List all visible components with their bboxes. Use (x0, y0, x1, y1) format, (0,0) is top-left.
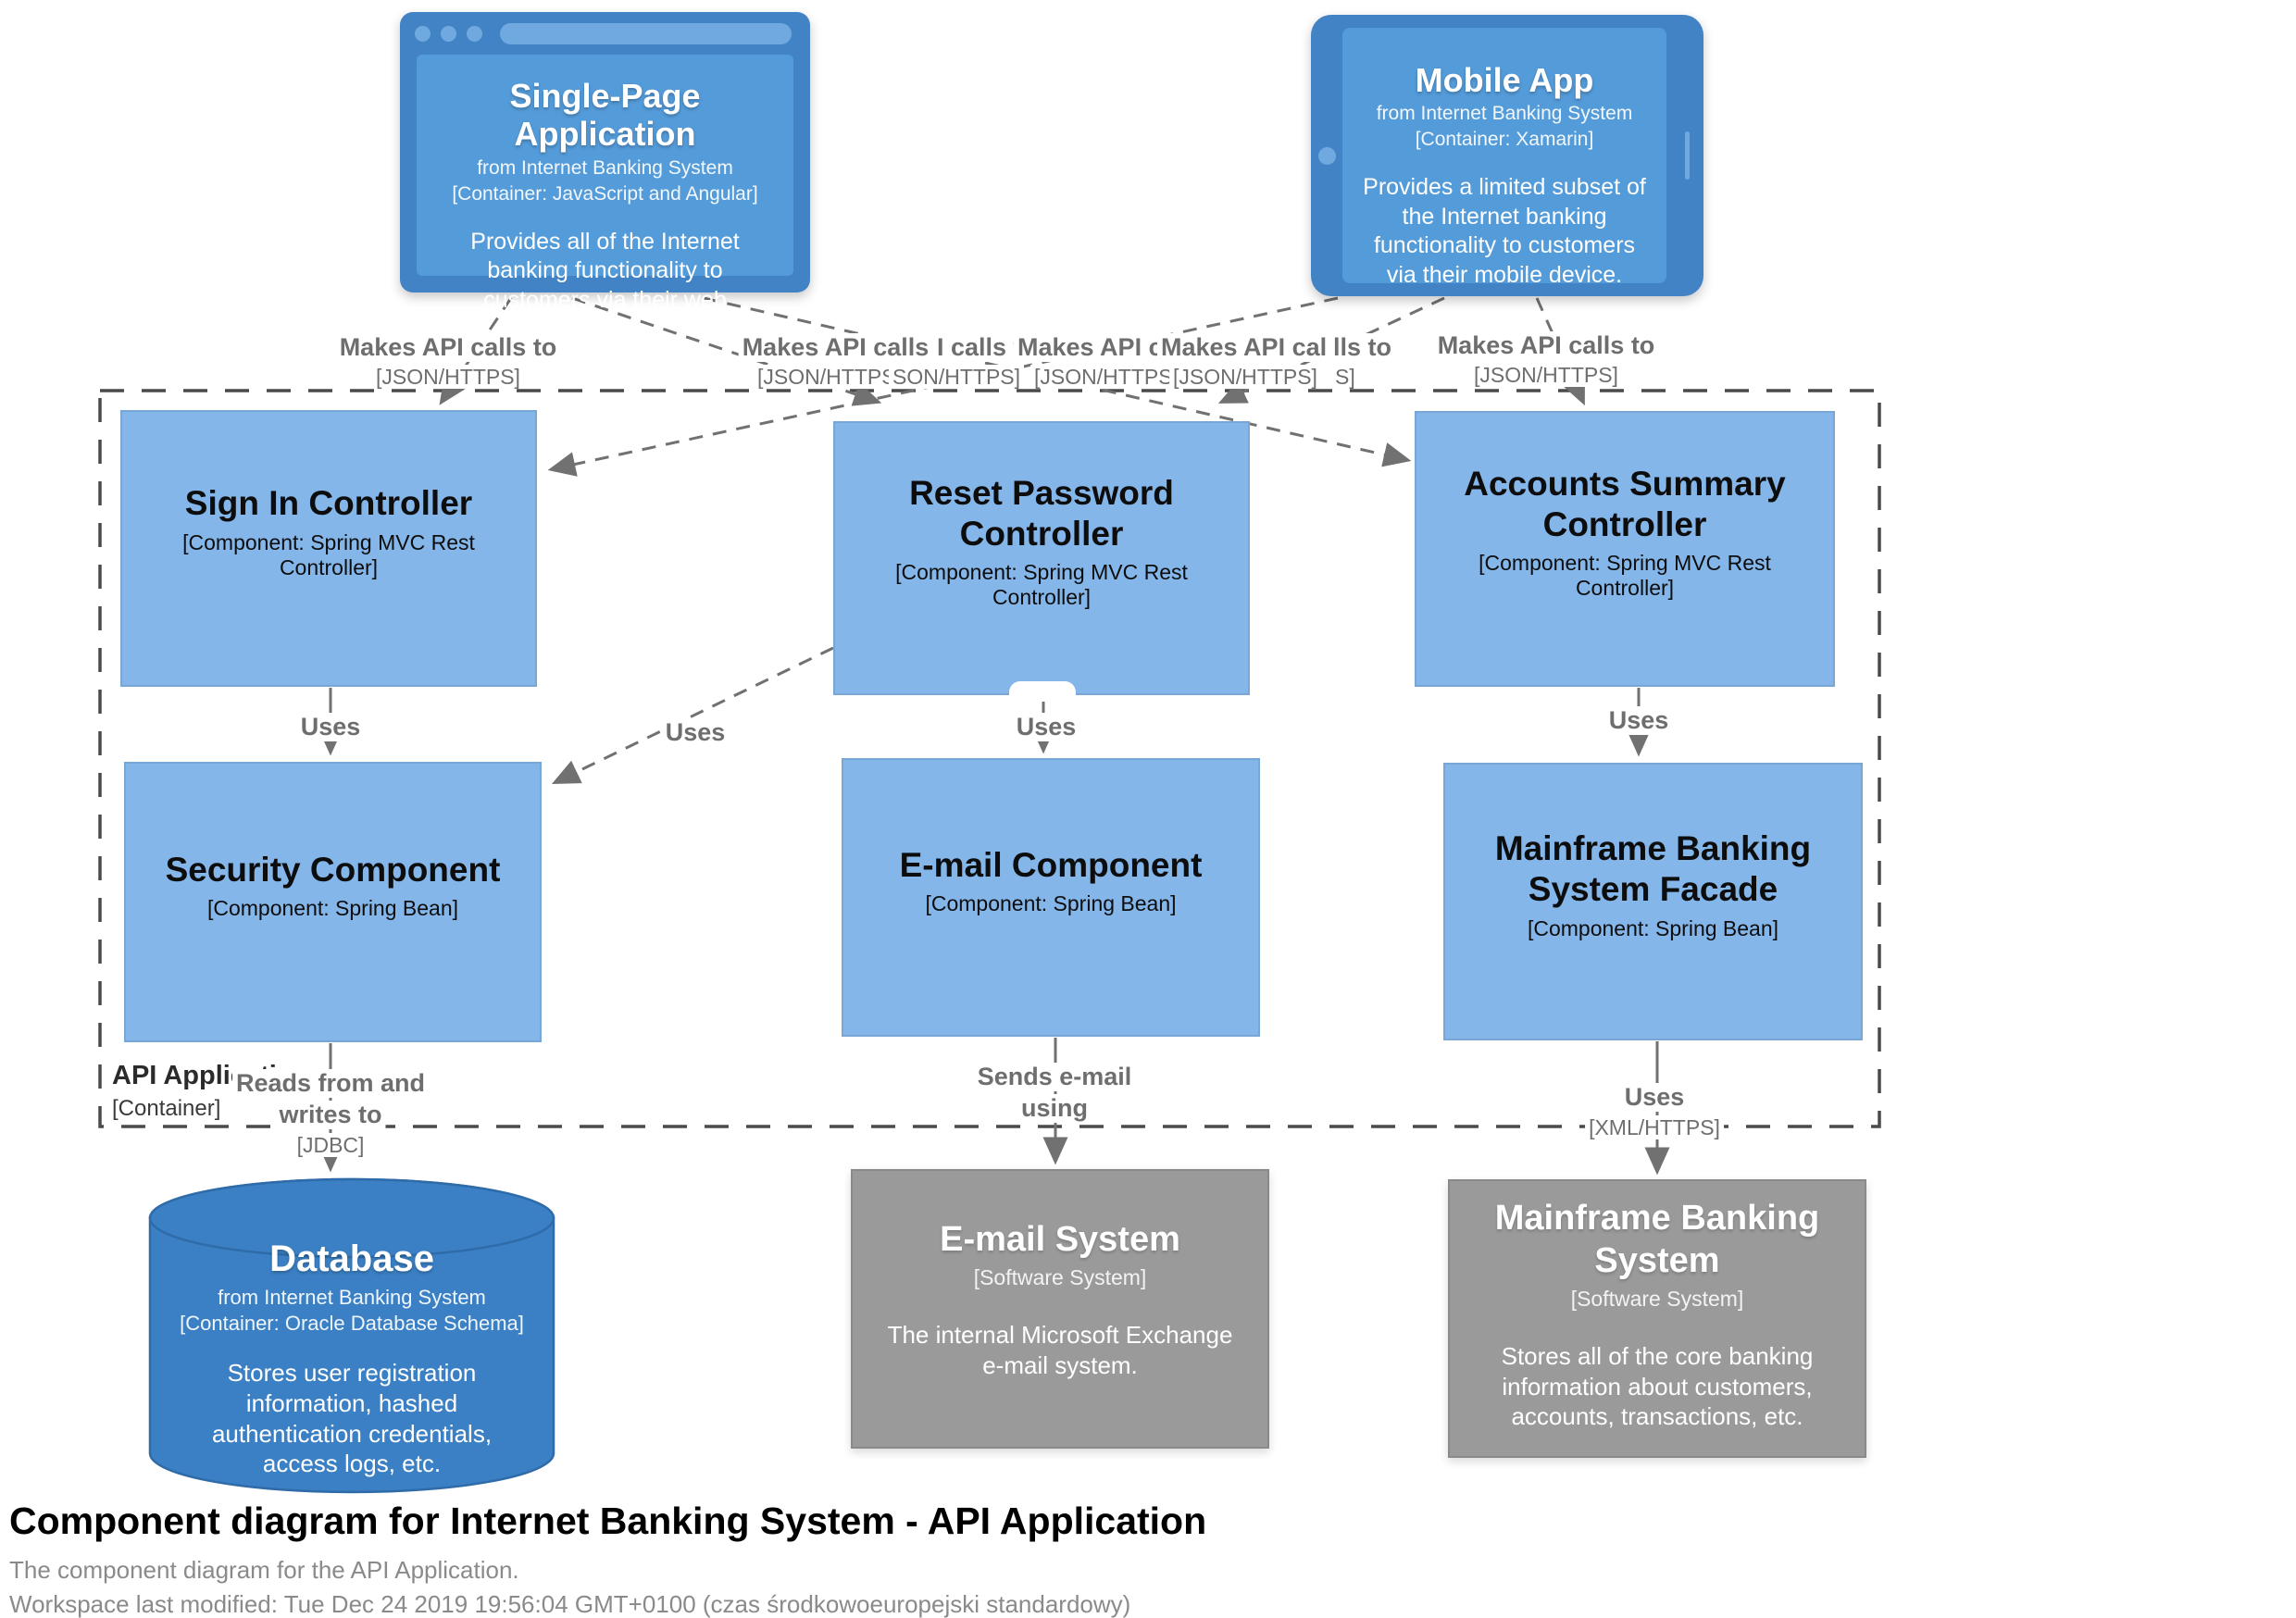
node-email-component: E-mail Component [Component: Spring Bean… (842, 758, 1260, 1037)
node-description: Stores user registration information, ha… (211, 1359, 493, 1478)
relationship-label: SON/HTTPS] (889, 365, 1025, 390)
api-application-boundary (98, 389, 1881, 1128)
node-meta: [Component: Spring MVC Rest Controller] (182, 529, 475, 579)
connector-notch (1009, 681, 1076, 702)
relationship-label: using (1017, 1094, 1092, 1124)
node-meta: [Component: Spring Bean] (206, 896, 459, 921)
relationship-label: Uses (1604, 706, 1673, 736)
node-from: from Internet Banking System (1376, 103, 1633, 125)
node-meta: [Container: JavaScript and Angular] (452, 182, 758, 205)
node-title: Security Component (165, 850, 501, 889)
relationship-label: Uses (1012, 713, 1080, 742)
relationship-label: [XML/HTTPS] (1585, 1115, 1724, 1140)
node-description: Provides a limited subset of the Interne… (1363, 174, 1646, 288)
browser-screen: Single-Page Application from Internet Ba… (417, 55, 793, 342)
relationship-label: Uses (296, 713, 365, 742)
node-title: Database (269, 1238, 434, 1279)
node-database: Database from Internet Banking System [C… (148, 1177, 555, 1494)
node-title: Reset Password Controller (909, 473, 1174, 553)
node-from: from Internet Banking System (218, 1286, 486, 1309)
relationship-label: Makes API calls to (1433, 331, 1659, 361)
node-title: Mainframe Banking System (1494, 1199, 1820, 1280)
node-description: Provides all of the Internet banking fun… (470, 228, 740, 342)
dashed-arrow (551, 646, 834, 784)
node-meta: [Component: Spring Bean] (925, 891, 1177, 916)
node-mainframe-banking-system: Mainframe Banking System [Software Syste… (1448, 1179, 1866, 1458)
node-meta: [Container: Xamarin] (1415, 129, 1594, 151)
relationship-label: Uses (661, 718, 730, 748)
node-title: Sign In Controller (184, 484, 473, 523)
database-cylinder-icon (148, 1177, 555, 1494)
diagram-last-modified: Workspace last modified: Tue Dec 24 2019… (9, 1590, 1131, 1618)
node-reset-password-controller: Reset Password Controller [Component: Sp… (833, 421, 1250, 695)
node-meta: [Container: Oracle Database Schema] (180, 1312, 524, 1335)
node-sign-in-controller: Sign In Controller [Component: Spring MV… (120, 410, 537, 687)
browser-chrome (400, 12, 810, 55)
relationship-label: Uses (1620, 1083, 1689, 1113)
node-title: Accounts Summary Controller (1464, 464, 1786, 543)
node-from: from Internet Banking System (477, 156, 733, 179)
diagram-title: Component diagram for Internet Banking S… (9, 1500, 1207, 1542)
node-meta: [Component: Spring MVC Rest Controller] (895, 560, 1188, 610)
node-meta: [Component: Spring Bean] (1527, 915, 1779, 940)
relationship-label: [JSON/HTTPS] (754, 365, 905, 390)
node-meta: [Software System] (973, 1265, 1147, 1290)
diagram-footer: Component diagram for Internet Banking S… (9, 1500, 1206, 1618)
node-title: Mainframe Banking System Facade (1494, 829, 1812, 908)
relationship-label: writes to (275, 1101, 386, 1130)
tablet-home-button-icon (1318, 147, 1336, 165)
node-email-system: E-mail System [Software System] The inte… (851, 1169, 1269, 1449)
node-title: E-mail Component (899, 845, 1203, 884)
relationship-label: [JSON/HTTPS] (1030, 365, 1182, 390)
relationship-label: Makes API calls to (738, 333, 964, 363)
node-description: The internal Microsoft Exchange e-mail s… (887, 1321, 1233, 1379)
relationship-label: lls to (1329, 333, 1396, 363)
relationship-label: Reads from and (231, 1069, 430, 1099)
node-title: Single-Page Application (509, 77, 701, 154)
database-text: Database from Internet Banking System [C… (148, 1177, 555, 1494)
relationship-label: [JSON/HTTPS] (372, 365, 524, 390)
node-title: Mobile App (1415, 61, 1594, 99)
relationship-label: [JDBC] (293, 1133, 368, 1158)
node-mobile-app: Mobile App from Internet Banking System … (1311, 15, 1703, 296)
node-single-page-application: Single-Page Application from Internet Ba… (400, 12, 810, 342)
relationship-label: Makes API cal (1157, 333, 1331, 363)
node-description: Stores all of the core banking informati… (1501, 1342, 1814, 1431)
relationship-label: I calls t (933, 333, 1026, 363)
relationship-label: Sends e-mail (973, 1063, 1136, 1092)
relationship-label: [JSON/HTTPS] (1470, 363, 1622, 388)
relationship-label: Makes API calls to (335, 333, 561, 363)
browser-address-bar (500, 22, 792, 44)
browser-dot-icon (441, 25, 456, 42)
tablet-screen: Mobile App from Internet Banking System … (1342, 28, 1666, 288)
relationship-label: S] (1331, 365, 1359, 390)
browser-dot-icon (415, 25, 430, 42)
node-title: E-mail System (940, 1219, 1180, 1259)
relationship-label: [JSON/HTTPS] (1169, 365, 1321, 390)
tablet-speaker-icon (1685, 131, 1690, 180)
node-accounts-summary-controller: Accounts Summary Controller [Component: … (1415, 411, 1835, 687)
node-meta: [Software System] (1570, 1287, 1744, 1312)
boundary-meta: [Container] (112, 1096, 221, 1121)
node-mainframe-banking-system-facade: Mainframe Banking System Facade [Compone… (1443, 763, 1863, 1040)
node-meta: [Component: Spring MVC Rest Controller] (1479, 551, 1771, 601)
browser-dot-icon (467, 25, 482, 42)
dashed-arrow (547, 296, 1339, 477)
node-security-component: Security Component [Component: Spring Be… (124, 762, 542, 1042)
diagram-subtitle: The component diagram for the API Applic… (9, 1556, 519, 1584)
